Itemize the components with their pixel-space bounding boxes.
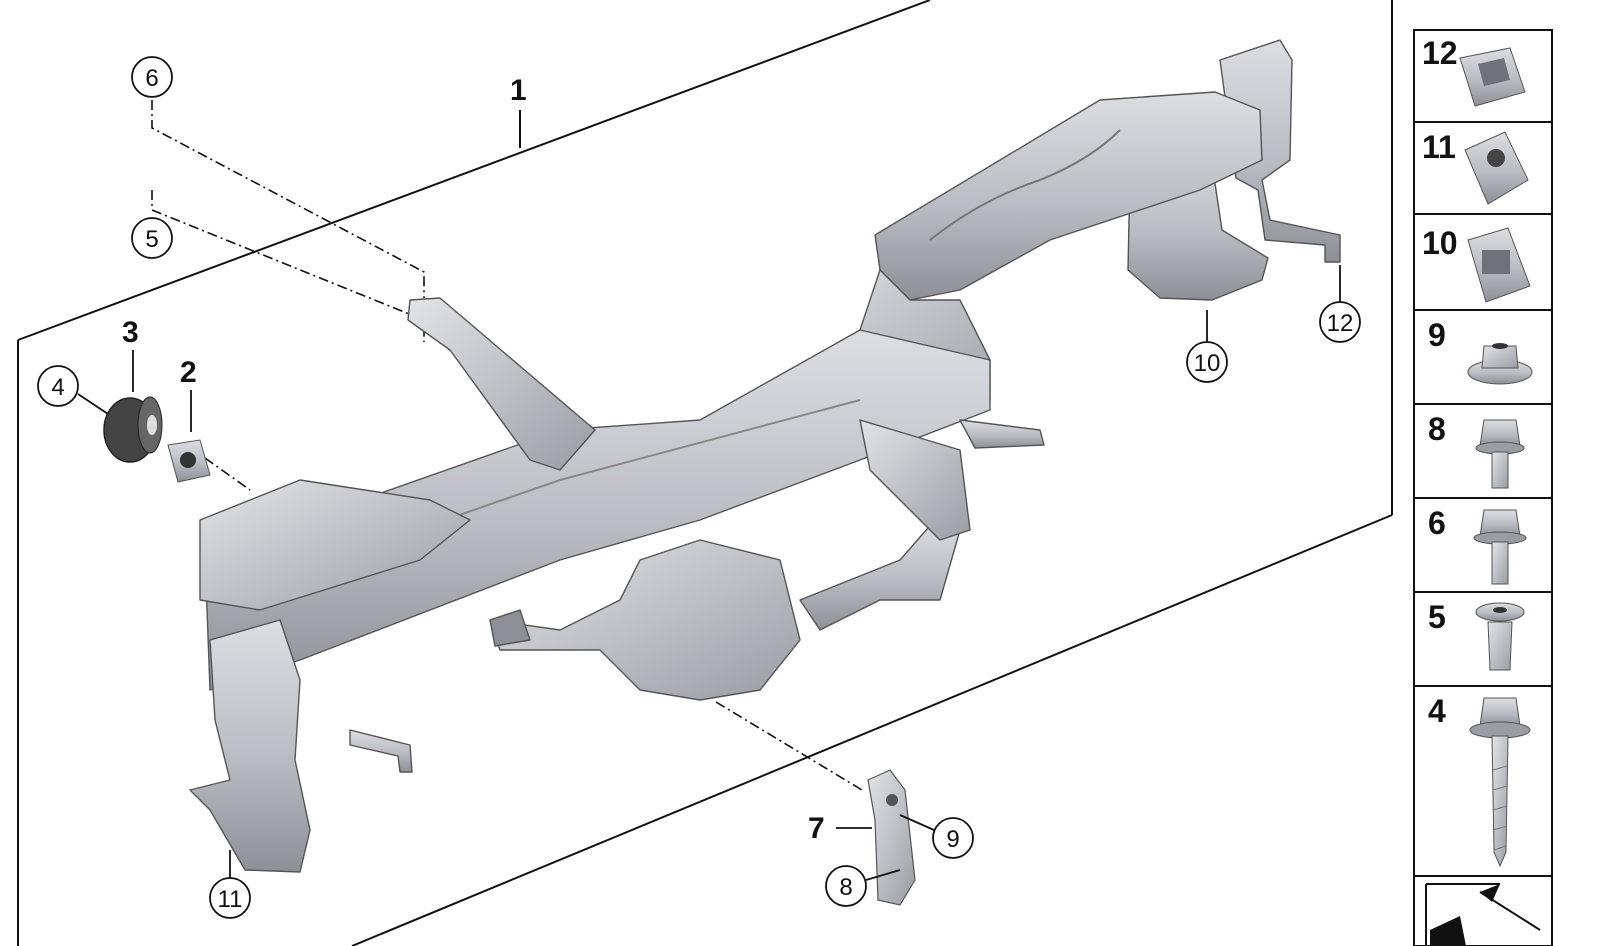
label-1: 1 <box>510 74 527 107</box>
label-3: 3 <box>122 316 139 349</box>
panel-footer-symbol <box>1425 883 1541 946</box>
panel-item-9[interactable]: 9 <box>1428 317 1533 385</box>
svg-text:8: 8 <box>839 874 852 901</box>
callout-4: 4 <box>37 365 109 415</box>
panel-item-11[interactable]: 11 <box>1422 129 1529 205</box>
label-7: 7 <box>808 812 825 845</box>
panel-item-9-label: 9 <box>1428 317 1446 353</box>
callout-5: 5 <box>131 217 173 259</box>
svg-text:9: 9 <box>946 826 959 853</box>
panel-item-12[interactable]: 12 <box>1422 35 1526 107</box>
plain-labels: 1 3 2 7 <box>122 74 872 845</box>
svg-text:12: 12 <box>1327 310 1354 337</box>
panel-item-5[interactable]: 5 <box>1428 599 1525 671</box>
panel-item-4-label: 4 <box>1428 693 1446 729</box>
svg-text:5: 5 <box>145 226 158 253</box>
callout-9: 9 <box>899 814 974 859</box>
circled-labels: 6 5 4 10 12 11 9 <box>37 56 1361 919</box>
svg-text:11: 11 <box>218 886 243 913</box>
rubber-bushing-part <box>103 396 163 463</box>
panel-item-5-label: 5 <box>1428 599 1446 635</box>
small-bracket-part <box>867 769 916 906</box>
panel-item-12-label: 12 <box>1422 35 1458 71</box>
panel-item-4[interactable]: 4 <box>1428 693 1531 868</box>
panel-item-10-label: 10 <box>1422 225 1458 261</box>
panel-item-10[interactable]: 10 <box>1422 225 1531 303</box>
callout-10: 10 <box>1186 310 1228 383</box>
panel-item-6-label: 6 <box>1428 505 1446 541</box>
svg-text:6: 6 <box>145 65 158 92</box>
parts-panel: 12 11 10 9 8 <box>1413 29 1553 946</box>
panel-item-8[interactable]: 8 <box>1428 411 1525 489</box>
callout-6: 6 <box>131 56 173 98</box>
panel-item-6[interactable]: 6 <box>1428 505 1527 585</box>
label-2: 2 <box>180 356 197 389</box>
clip-nut-part <box>167 439 211 483</box>
svg-text:10: 10 <box>1194 350 1221 377</box>
callout-8: 8 <box>825 865 901 907</box>
callout-12: 12 <box>1319 265 1361 343</box>
svg-text:4: 4 <box>51 374 64 401</box>
panel-item-11-label: 11 <box>1422 129 1456 165</box>
callout-11: 11 <box>209 850 251 919</box>
assembly-outline <box>17 0 1393 946</box>
panel-item-8-label: 8 <box>1428 411 1446 447</box>
cross-car-beam <box>189 39 1341 873</box>
